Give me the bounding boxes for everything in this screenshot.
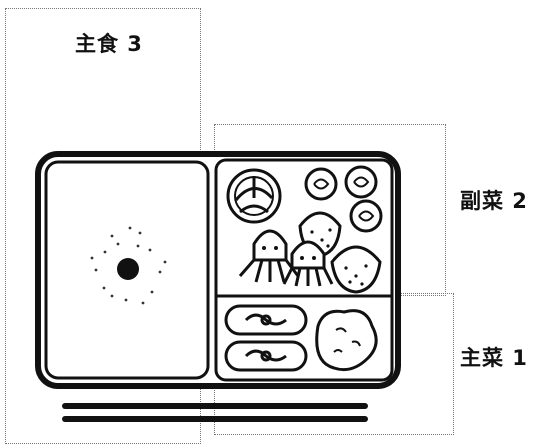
narutomaki-icon xyxy=(224,340,308,372)
fried-chicken-icon xyxy=(315,309,378,372)
strawberry-icon xyxy=(330,245,382,294)
broccoli-icon xyxy=(304,167,338,201)
side-label: 副菜 2 xyxy=(460,189,528,213)
octopus-sausage-icon xyxy=(282,240,334,287)
main-label: 主菜 1 xyxy=(460,346,528,370)
rice-with-umeboshi-icon xyxy=(90,226,167,305)
cabbage-icon xyxy=(226,168,282,224)
narutomaki-icon xyxy=(224,304,308,336)
broccoli-icon xyxy=(349,199,383,233)
chopsticks-icon xyxy=(62,403,368,422)
broccoli-icon xyxy=(344,165,378,199)
octopus-sausage-icon xyxy=(238,229,300,283)
staple-label: 主食 3 xyxy=(75,32,143,56)
